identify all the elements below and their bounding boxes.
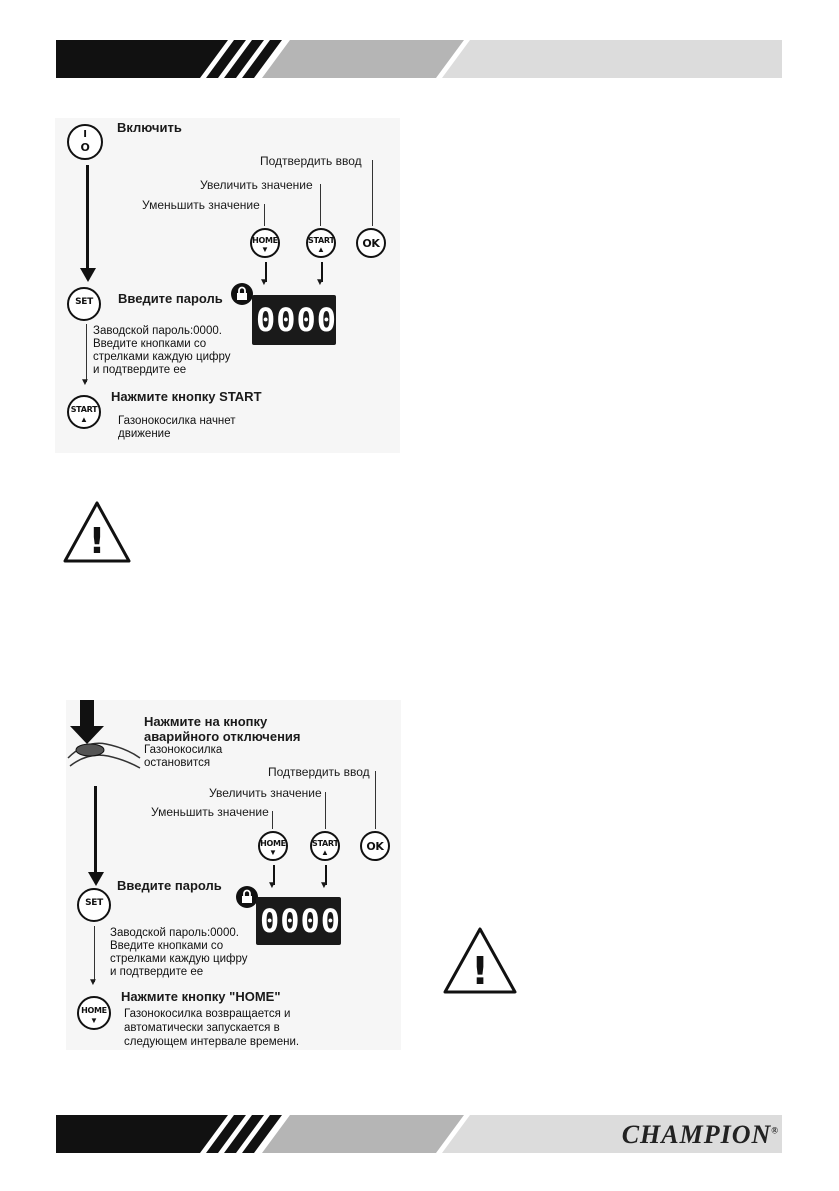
svg-text:!: ! [471, 949, 488, 993]
ok-button-icon: OK [356, 228, 386, 258]
ok-button-icon-2: OK [360, 831, 390, 861]
power-on-label: Включить [117, 120, 182, 135]
home-button-icon-2: HOME▼ [258, 831, 288, 861]
decrease-value-label-2: Уменьшить значение [151, 805, 269, 819]
enter-password-title: Введите пароль [118, 291, 223, 306]
press-start-desc: Газонокосилка начнет движение [118, 415, 236, 440]
confirm-input-label: Подтвердить ввод [260, 154, 362, 168]
press-home-desc: Газонокосилка возвращается и автоматичес… [124, 1008, 300, 1048]
start-diagram [55, 118, 400, 453]
password-instructions: Заводской пароль:0000. Введите кнопками … [93, 325, 231, 376]
password-display-2: 0000 [256, 897, 341, 945]
press-start-title: Нажмите кнопку START [111, 389, 262, 404]
increase-value-label-2: Увеличить значение [209, 786, 322, 800]
footer-band [56, 1115, 782, 1153]
svg-text:!: ! [89, 521, 105, 562]
enter-password-title-2: Введите пароль [117, 878, 222, 893]
emergency-stop-title: Нажмите на кнопку аварийного отключения [144, 714, 301, 744]
home-step-icon: HOME▼ [77, 996, 111, 1030]
header-band [56, 40, 782, 78]
increase-value-label: Увеличить значение [200, 178, 313, 192]
warning-triangle-icon-2: ! [443, 927, 517, 994]
lock-icon [231, 283, 253, 305]
decrease-value-label: Уменьшить значение [142, 198, 260, 212]
set-button-icon: SET [67, 287, 101, 321]
start-step-icon: START▲ [67, 395, 101, 429]
arrow-head [80, 268, 96, 282]
lock-icon-2 [236, 886, 258, 908]
emergency-stop-desc: Газонокосилка остановится [144, 744, 223, 769]
power-button-icon: I O [67, 124, 103, 160]
password-instructions-2: Заводской пароль:0000. Введите кнопками … [110, 927, 248, 978]
champion-logo: CHAMPION® [621, 1120, 779, 1149]
home-button-icon: HOME▼ [250, 228, 280, 258]
flow-arrow [86, 165, 89, 273]
password-display: 0000 [252, 295, 336, 345]
emergency-stop-icon [67, 700, 141, 769]
confirm-input-label-2: Подтвердить ввод [268, 765, 370, 779]
set-button-icon-2: SET [77, 888, 111, 922]
warning-triangle-icon: ! [63, 501, 131, 563]
start-button-icon-2: START▲ [310, 831, 340, 861]
press-home-title: Нажмите кнопку "HOME" [121, 989, 281, 1004]
stop-diagram [66, 700, 401, 1050]
start-button-icon: START▲ [306, 228, 336, 258]
